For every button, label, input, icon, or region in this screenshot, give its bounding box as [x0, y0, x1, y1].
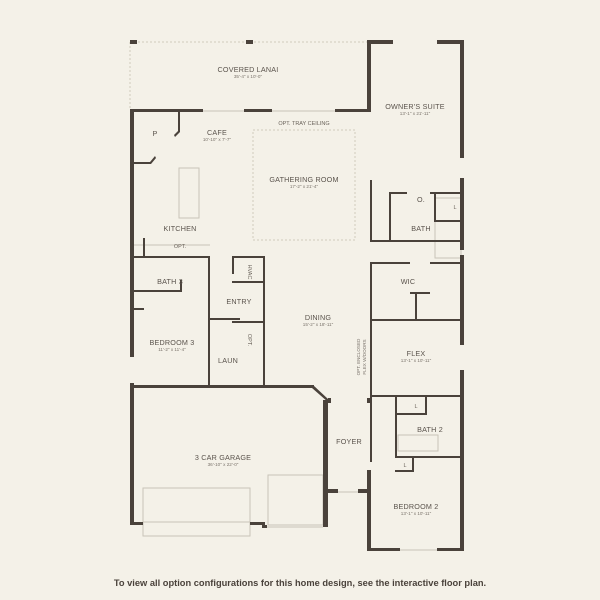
lanai-dims: 35'-4" x 10'-0" [234, 74, 263, 79]
dining-label: DINING [305, 313, 332, 322]
garage-dims: 36'-10" x 22'-0" [208, 462, 239, 467]
wic-label: WIC [401, 277, 416, 286]
bath2-label: BATH 2 [417, 425, 443, 434]
bedroom3-label: BEDROOM 3 [150, 338, 195, 347]
bath2-linen: L [414, 404, 417, 410]
hvac-label: HVAC [246, 265, 252, 280]
gathering-room-dims: 17'-2" x 21'-4" [290, 184, 319, 189]
thin-lines [129, 41, 462, 551]
foyer-label: FOYER [336, 437, 362, 446]
o-bath-linen: L [453, 205, 456, 211]
cafe-label: CAFE [207, 128, 227, 137]
owners-suite-label: OWNER'S SUITE [385, 102, 444, 111]
room-labels: COVERED LANAI 35'-4" x 10'-0" OWNER'S SU… [150, 65, 457, 516]
flex-note-1: OPT. ENCLOSED [356, 338, 361, 375]
bedroom2-linen: L [403, 463, 406, 469]
flex-dims: 13'-1" x 10'-11" [401, 358, 432, 363]
entry-label: ENTRY [226, 297, 251, 306]
gathering-room-label: GATHERING ROOM [269, 175, 338, 184]
kitchen-label: KITCHEN [164, 224, 197, 233]
tray-ceiling-note: OPT. TRAY CEILING [278, 121, 329, 127]
dining-dims: 15'-2" x 18'-11" [303, 322, 334, 327]
bedroom2-dims: 13'-1" x 10'-11" [401, 511, 432, 516]
laun-label: LAUN [218, 356, 238, 365]
o-bath-label-2: BATH [411, 224, 430, 233]
flex-label: FLEX [407, 349, 426, 358]
walls [130, 40, 464, 551]
laun-opt-label: OPT. [246, 334, 252, 347]
o-bath-label-1: O. [417, 195, 425, 204]
garage-label: 3 CAR GARAGE [195, 453, 251, 462]
flex-note-2: FLEX W/DOORS [362, 339, 367, 374]
pantry-label: P [153, 129, 158, 138]
cafe-dims: 10'-10" x 7'-7" [203, 137, 232, 142]
bath3-label: BATH 3 [157, 277, 183, 286]
owners-suite-dims: 13'-1" x 21'-11" [400, 111, 431, 116]
bedroom2-label: BEDROOM 2 [394, 502, 439, 511]
kitchen-opt-label: OPT. [174, 244, 187, 250]
footer-note: To view all option configurations for th… [113, 578, 487, 588]
lanai-label: COVERED LANAI [218, 65, 279, 74]
bedroom3-dims: 11'-2" x 11'-4" [158, 347, 186, 352]
